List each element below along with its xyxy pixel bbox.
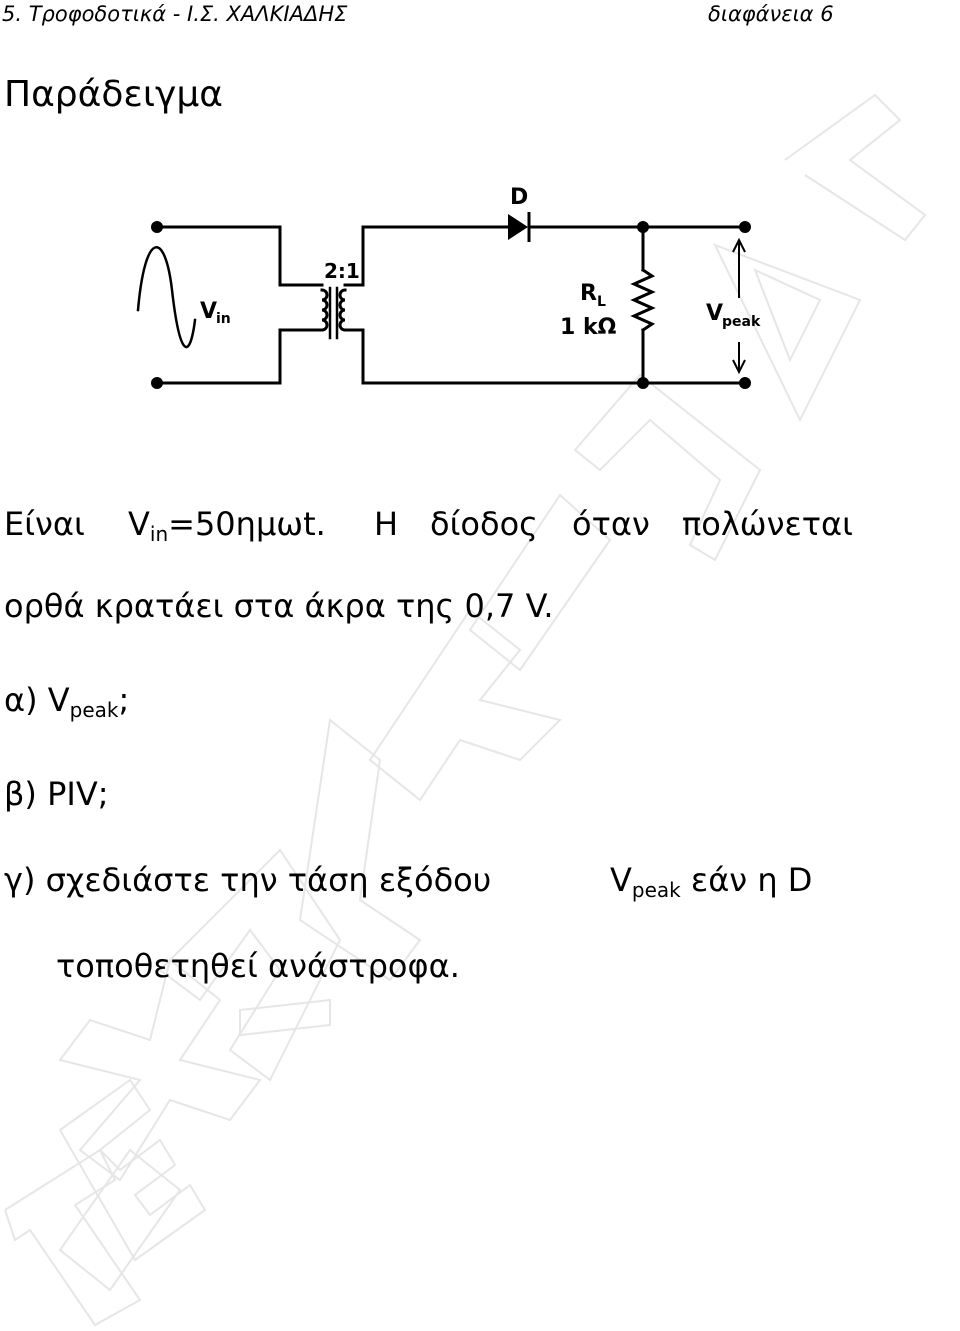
word-otan: όταν [572, 505, 650, 543]
question-c-text: γ) σχεδιάστε την τάση εξόδου [4, 861, 492, 899]
page-title: Παράδειγμα [4, 74, 223, 115]
rl-value-label: 1 kΩ [560, 315, 617, 340]
diode-symbol [508, 214, 528, 240]
word-polonetai: πολώνεται [682, 505, 853, 543]
rl-label: R [580, 281, 597, 306]
rectifier-circuit-diagram: D 2:1 V in R L 1 kΩ V peak [136, 185, 761, 389]
word-diodos: δίοδος [430, 505, 538, 543]
vin-expression: Vin=50ημωt. [128, 505, 326, 546]
question-b: β) PIV; [4, 775, 109, 813]
word-h: Η [374, 505, 399, 543]
vin-subscript: in [216, 311, 231, 327]
header-slide-number: διαφάνεια 6 [708, 2, 834, 26]
word-einai: Είναι [4, 505, 85, 543]
problem-statement-line2: ορθά κρατάει στα άκρα της 0,7 V. [4, 587, 554, 625]
vpeak-label: V [706, 301, 723, 326]
vin-label: V [200, 299, 217, 324]
transformer-ratio-label: 2:1 [324, 259, 360, 283]
question-c-line2: τοποθετηθεί ανάστροφα. [56, 947, 460, 985]
header-left: 5. Τροφοδοτικά - Ι.Σ. ΧΑΛΚΙΑΔΗΣ [2, 2, 348, 26]
rl-subscript: L [597, 294, 606, 310]
question-a: α) Vpeak; [4, 681, 130, 722]
diode-label: D [510, 185, 528, 210]
vpeak-subscript: peak [722, 314, 761, 330]
question-c-vpeak: Vpeak εάν η D [610, 861, 813, 902]
